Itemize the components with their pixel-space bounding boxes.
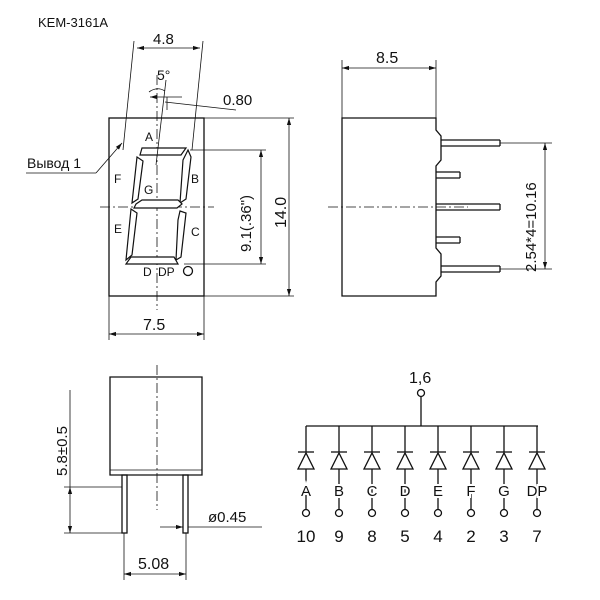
pin-terminal xyxy=(499,508,509,518)
dim-depth: 8.5 xyxy=(376,50,398,67)
decimal-point xyxy=(182,265,194,277)
pin-terminal xyxy=(334,508,344,518)
segment-label-b: B xyxy=(191,172,199,186)
dim-pin-span: 2.54*4=10.16 xyxy=(523,182,540,272)
diode-a: A 10 xyxy=(297,426,316,546)
pin-terminal xyxy=(301,508,311,518)
segment-label-g: G xyxy=(144,183,153,197)
side-pins xyxy=(436,139,501,273)
common-pins-label: 1,6 xyxy=(409,370,431,387)
diode-segment-label: F xyxy=(466,483,475,500)
diode-e: E4 xyxy=(428,426,448,546)
segment-f xyxy=(131,155,144,205)
common-terminal xyxy=(416,388,426,398)
segment-c xyxy=(175,210,187,262)
dim-pin-diameter: ø0.45 xyxy=(208,509,246,526)
pin-terminal xyxy=(466,508,476,518)
diode-pin-number: 10 xyxy=(297,527,316,546)
side-body xyxy=(341,117,442,297)
bottom-view: 5.8±0.5 ø0.45 5.08 xyxy=(54,365,262,580)
diode-pin-number: 2 xyxy=(466,527,475,546)
segment-e xyxy=(125,207,138,262)
diode-f: F2 xyxy=(461,426,481,546)
dim-top-width: 4.8 xyxy=(153,31,174,48)
diode-pin-number: 7 xyxy=(532,527,541,546)
diode-segment-label: C xyxy=(367,483,378,500)
diode-pin-number: 3 xyxy=(499,527,508,546)
pin-terminal xyxy=(400,508,410,518)
diode-segment-label: DP xyxy=(527,483,548,500)
segment-label-a: A xyxy=(145,130,153,144)
diode-segment-label: D xyxy=(400,483,411,500)
dim-digit-height: 9.1(.36") xyxy=(238,195,255,252)
diode-g: G3 xyxy=(494,426,514,546)
segment-b xyxy=(179,148,192,205)
dim-segment-pitch: 0.80 xyxy=(223,92,252,109)
pin1-label: Вывод 1 xyxy=(27,155,81,171)
bottom-pin-right xyxy=(182,474,189,534)
diode-c: C8 xyxy=(362,426,382,546)
diode-d: D5 xyxy=(395,426,415,546)
segment-label-d: D xyxy=(143,265,152,279)
diode-segment-label: E xyxy=(433,483,443,500)
diode-pin-number: 8 xyxy=(367,527,376,546)
pin-terminal xyxy=(367,508,377,518)
dim-overall-height: 14.0 xyxy=(273,197,290,228)
segment-a xyxy=(139,147,188,156)
dim-row-spacing: 5.08 xyxy=(138,556,169,573)
segment-label-e: E xyxy=(114,222,122,236)
bottom-body xyxy=(109,376,203,476)
diode-pin-number: 4 xyxy=(433,527,442,546)
front-view: A B C D E F G DP 4.8 5° 0.80 Вывод 1 9.1… xyxy=(26,31,294,340)
diode-segment-label: A xyxy=(301,483,311,500)
drawing-title: KEM-3161A xyxy=(38,15,108,30)
pin-terminal xyxy=(433,508,443,518)
diode-segment-label: B xyxy=(334,483,344,500)
bottom-pin-left xyxy=(121,474,128,534)
pin-terminal xyxy=(532,508,542,518)
side-view: 8.5 2.54*4=10.16 xyxy=(328,50,552,297)
dim-slant-angle: 5° xyxy=(157,67,170,83)
dim-overall-width: 7.5 xyxy=(143,317,165,334)
segment-g xyxy=(133,199,183,209)
segment-d xyxy=(124,256,180,265)
diode-pin-number: 5 xyxy=(400,527,409,546)
segment-label-f: F xyxy=(114,172,121,186)
dim-pin-length: 5.8±0.5 xyxy=(54,426,71,476)
segment-label-c: C xyxy=(191,225,200,239)
diode-b: B9 xyxy=(329,426,349,546)
diode-dp: DP 7 xyxy=(525,426,549,546)
segment-label-dp: DP xyxy=(158,265,175,279)
diode-segment-label: G xyxy=(498,483,510,500)
diode-pin-number: 9 xyxy=(334,527,343,546)
